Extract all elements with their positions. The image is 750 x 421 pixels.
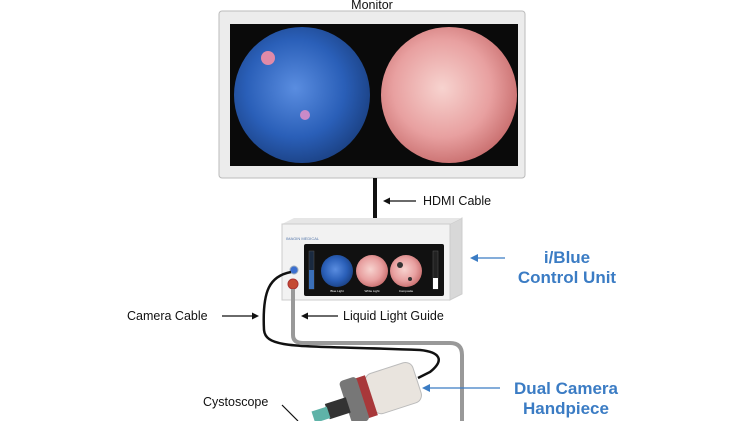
blue-light-view [234,27,370,163]
monitor-title: Monitor [351,0,393,12]
camera-cable [262,270,440,380]
control-unit-label-2: Control Unit [518,268,617,287]
light-port [287,278,299,290]
camera-handpiece [311,361,422,421]
light-guide-label: Liquid Light Guide [343,309,444,323]
control-unit-label-1: i/Blue [544,248,590,267]
mode-composite: Composite [399,289,414,293]
brand-text: IMAGIN MEDICAL [286,236,320,241]
handpiece-label-2: Handpiece [523,399,609,418]
mode-white-light: White Light [364,289,379,293]
handpiece-label-1: Dual Camera [514,379,618,398]
mode-blue-light: Blue Light [330,289,344,293]
control-unit: IMAGIN MEDICAL Blue Light White Light Co… [281,217,463,301]
camera-cable-label: Camera Cable [127,309,208,323]
light-guide-cable [291,289,464,421]
camera-port [289,265,299,275]
hdmi-label: HDMI Cable [423,194,491,208]
white-light-view [381,27,517,163]
cystoscope-label: Cystoscope [203,395,268,409]
monitor [218,10,526,179]
